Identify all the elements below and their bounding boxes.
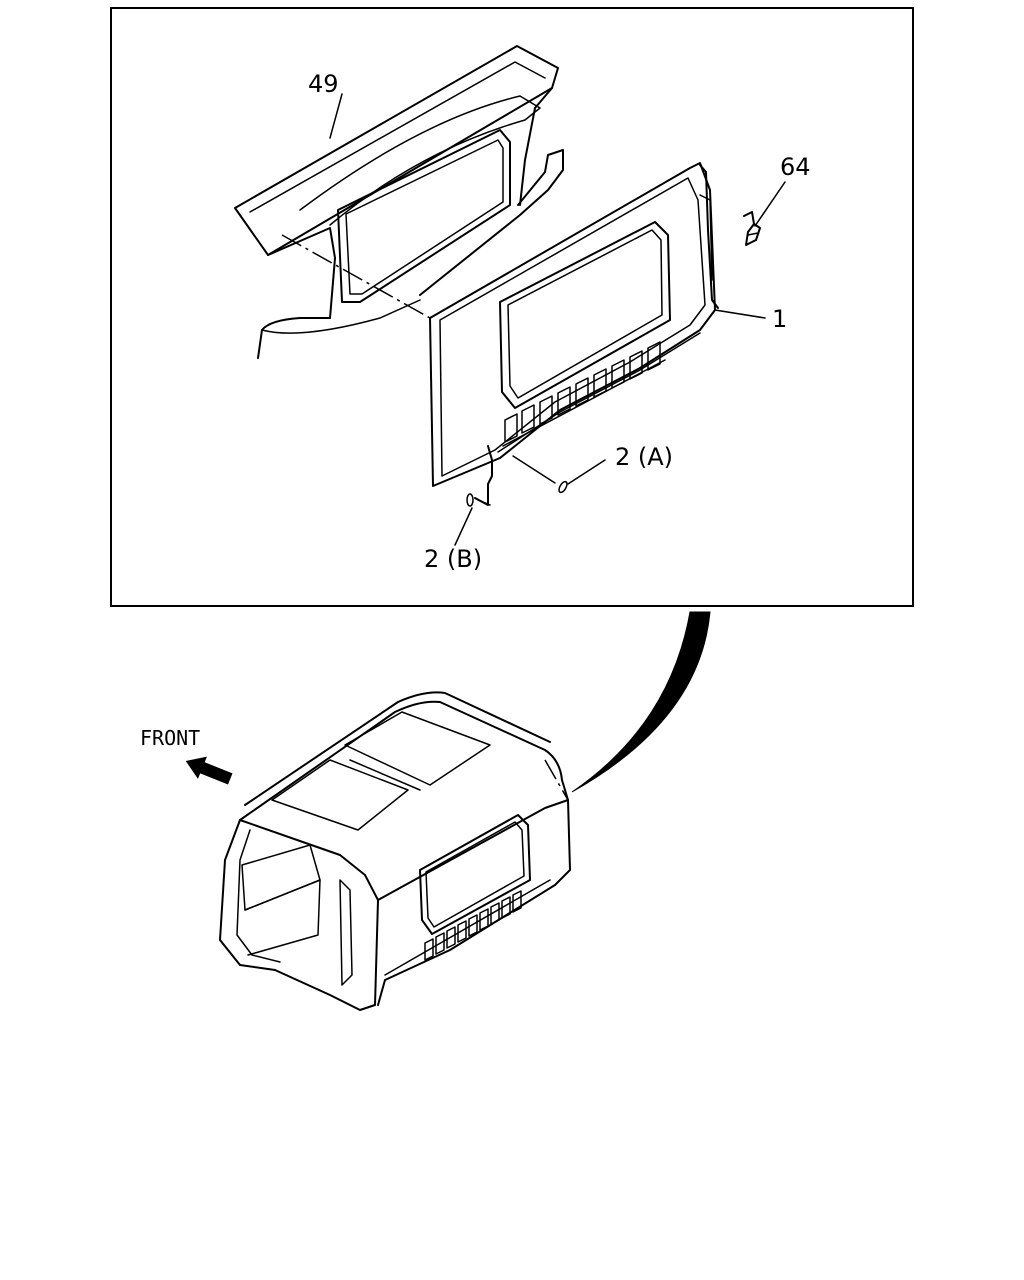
callout-1: 1: [772, 305, 787, 333]
front-orientation-indicator: FRONT: [140, 726, 233, 785]
vent-louvres: [502, 341, 666, 447]
callout-2b: 2 (B): [424, 545, 482, 573]
leader-lines: [329, 93, 786, 546]
part-2a-plug: [558, 480, 568, 494]
part-2b-plug: [466, 493, 474, 507]
front-label: FRONT: [140, 726, 200, 750]
front-arrow-icon: [185, 756, 233, 785]
cab-location-view: [219, 691, 571, 1011]
callout-64: 64: [780, 153, 811, 181]
part-1-back-panel: [429, 162, 719, 506]
location-connector: [571, 611, 711, 793]
detail-frame: [110, 7, 914, 607]
part-49-rear-roof-panel: [234, 45, 564, 359]
callout-49: 49: [308, 70, 339, 98]
callout-2a: 2 (A): [615, 443, 673, 471]
part-64-clip: [743, 211, 761, 246]
alignment-line: [281, 234, 431, 319]
